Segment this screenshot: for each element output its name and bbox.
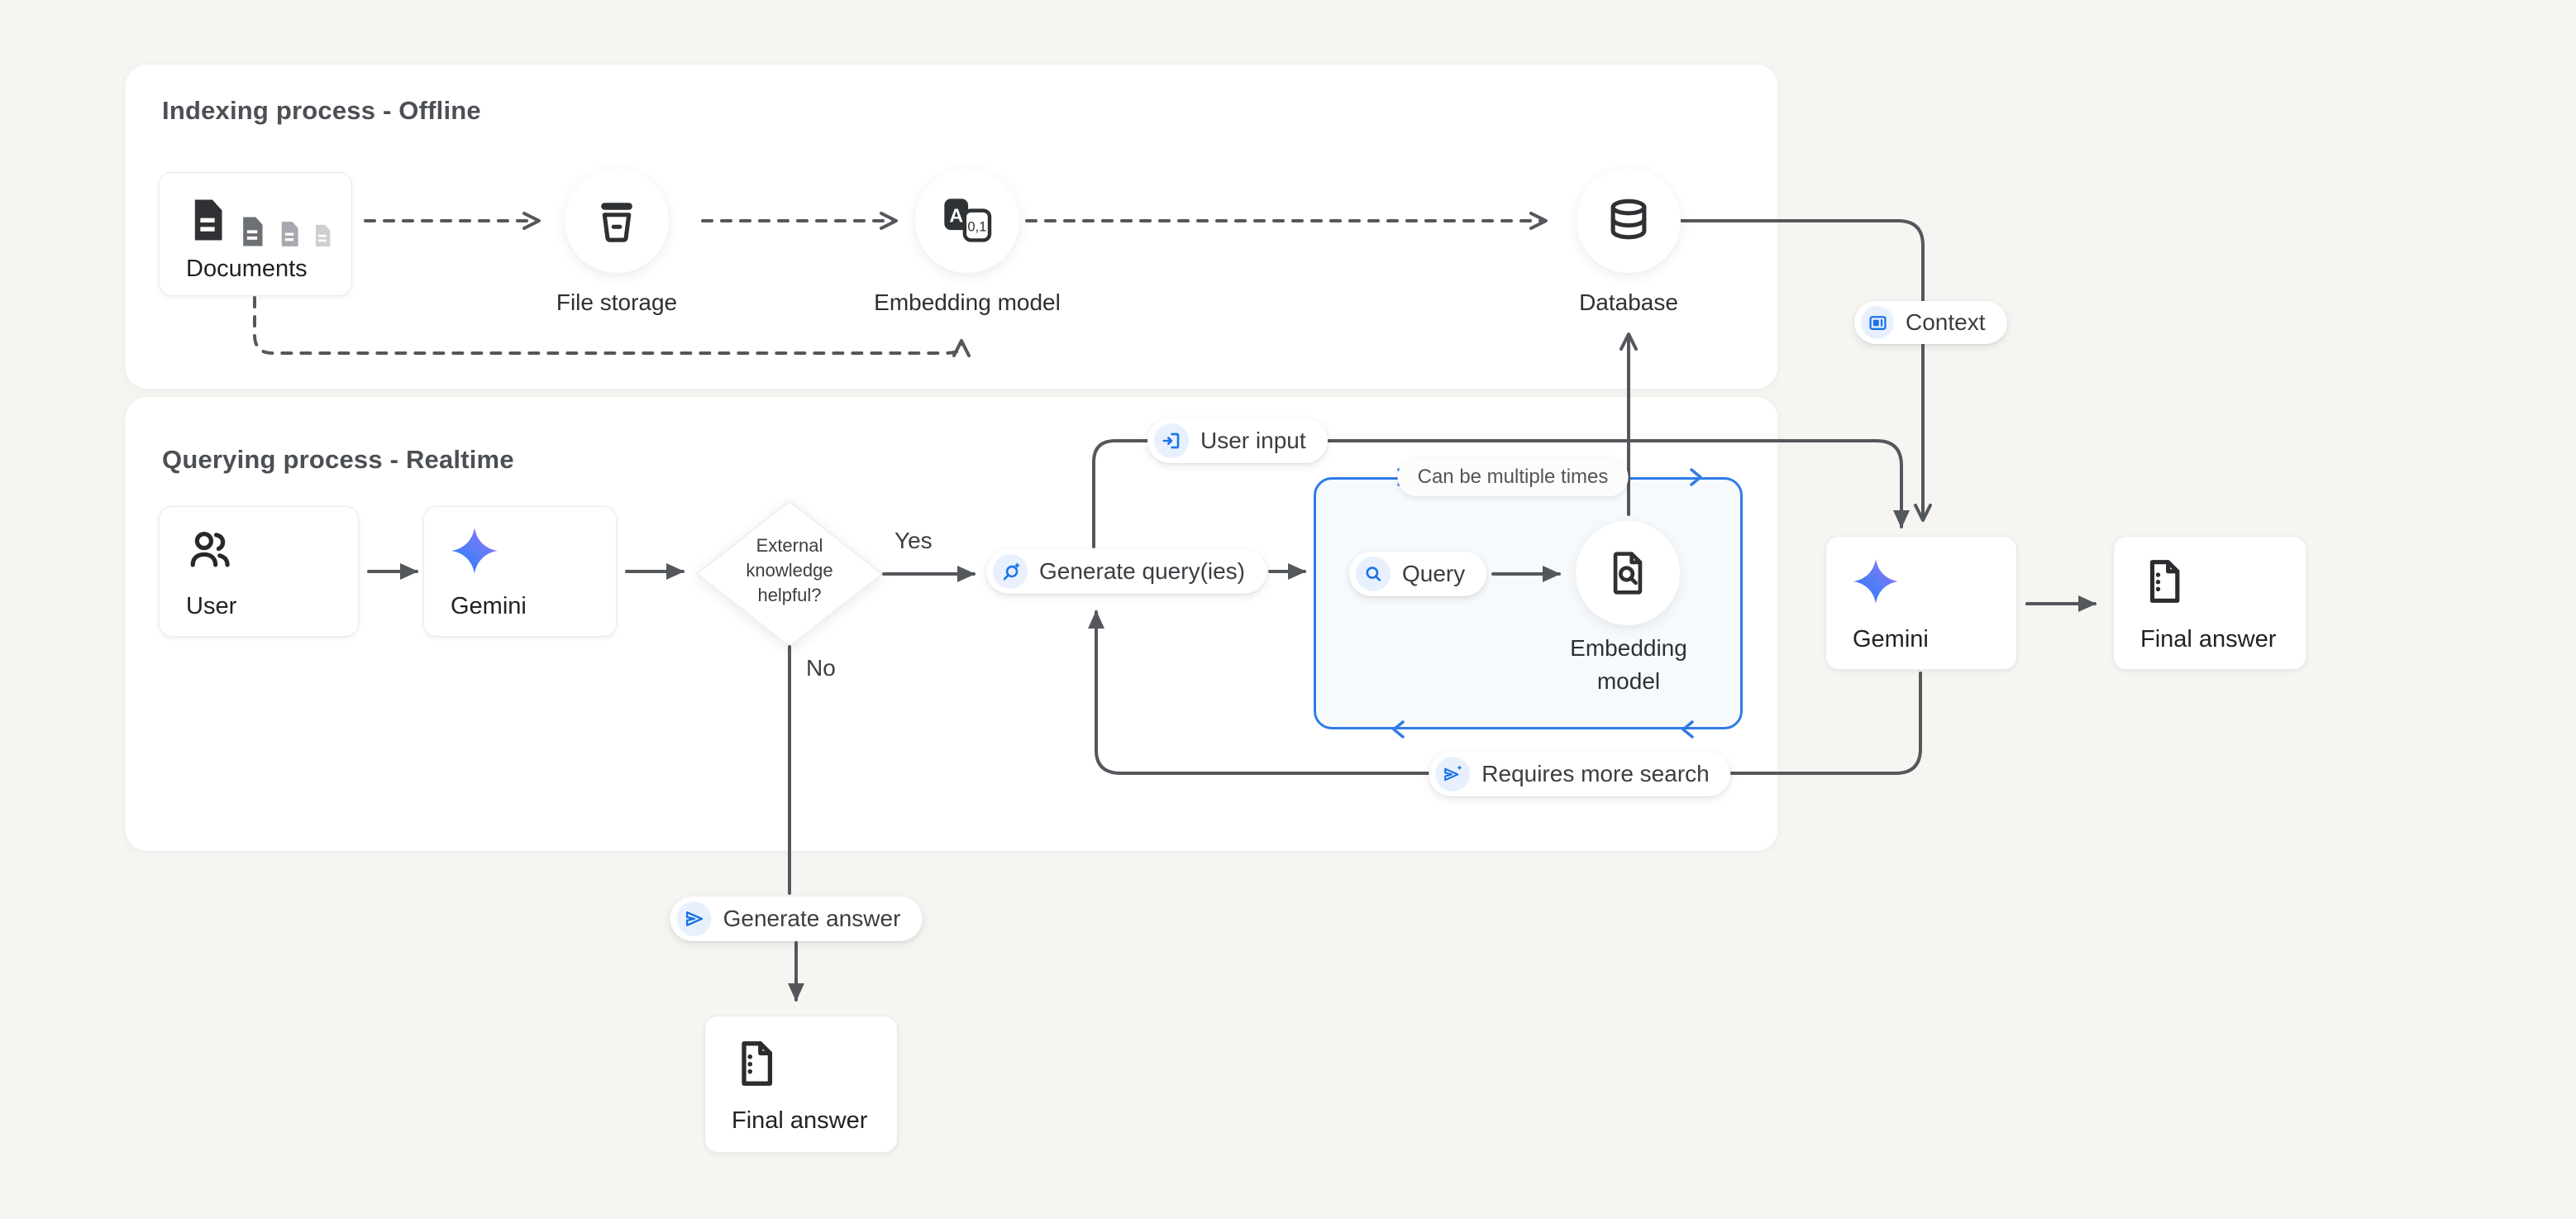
user-node: User	[159, 506, 359, 637]
send-icon	[676, 901, 712, 936]
documents-node: Documents	[159, 172, 352, 296]
loop-arrow-bottom-left-icon	[1392, 720, 1405, 739]
embedding-model-inner-label: Embedding model	[1570, 635, 1687, 694]
file-storage-node	[565, 169, 669, 273]
send-spark-icon	[1435, 757, 1471, 791]
document-icon	[281, 222, 298, 246]
documents-label: Documents	[186, 256, 308, 282]
requires-more-search-pill: Requires more search	[1429, 752, 1731, 796]
database-icon	[1610, 198, 1647, 240]
final-answer-bottom-node: Final answer	[704, 1016, 898, 1153]
generate-query-label: Generate query(ies)	[1039, 558, 1246, 584]
gemini-final-node: Gemini	[1825, 536, 2017, 670]
translate-embedding-icon: A 0,1	[944, 198, 992, 242]
document-icon	[315, 224, 331, 247]
document-search-icon	[1613, 552, 1643, 595]
embedding-model-inner-node	[1576, 521, 1680, 625]
edge-requires-more-search-loop	[1088, 610, 1922, 775]
final-answer-bottom-label: Final answer	[732, 1107, 868, 1134]
gemini-label: Gemini	[451, 593, 527, 619]
svg-text:A: A	[949, 204, 963, 226]
storage-bucket-icon	[601, 203, 632, 242]
requires-more-search-label: Requires more search	[1481, 761, 1710, 786]
article-context-icon	[1861, 306, 1894, 339]
search-icon	[1356, 557, 1391, 591]
gemini-star-icon	[1853, 559, 1898, 604]
user-input-label: User input	[1200, 428, 1306, 453]
embedding-model-node: A 0,1	[915, 169, 1019, 273]
querying-title: Querying process - Realtime	[162, 445, 514, 474]
svg-text:0,1: 0,1	[967, 218, 986, 234]
embedding-model-label: Embedding model	[874, 289, 1061, 315]
final-answer-right-label: Final answer	[2140, 626, 2277, 653]
user-label: User	[186, 593, 237, 619]
retrieval-loop-box	[1314, 477, 1743, 729]
yes-label: Yes	[894, 528, 933, 553]
query-label: Query	[1402, 561, 1466, 586]
generate-answer-label: Generate answer	[723, 906, 901, 931]
search-spark-icon	[993, 554, 1028, 589]
final-answer-right-node: Final answer	[2113, 536, 2306, 670]
query-pill: Query	[1349, 552, 1487, 596]
decision-question: External knowledge helpful?	[746, 535, 833, 605]
gemini-final-label: Gemini	[1853, 626, 1929, 653]
edge-user-input-to-gemini-final	[1092, 439, 1910, 548]
indexing-title: Indexing process - Offline	[162, 96, 481, 125]
generate-answer-pill: Generate answer	[670, 896, 923, 941]
context-pill: Context	[1854, 301, 2007, 344]
context-label: Context	[1906, 309, 1986, 335]
login-input-icon	[1154, 423, 1189, 458]
database-label: Database	[1579, 289, 1678, 315]
users-icon	[190, 532, 230, 567]
no-label: No	[806, 655, 836, 681]
user-input-pill: User input	[1147, 418, 1328, 463]
gemini-node: Gemini	[423, 506, 617, 637]
document-icon	[243, 217, 263, 246]
edge-database-context-to-gemini	[1680, 219, 1932, 522]
file-storage-label: File storage	[556, 289, 678, 315]
database-node	[1577, 169, 1681, 273]
document-answer-icon	[2149, 560, 2180, 603]
gemini-star-icon	[451, 528, 498, 574]
loop-caption-pill: Can be multiple times	[1397, 458, 1629, 496]
loop-arrow-bottom-right-icon	[1682, 720, 1694, 739]
loop-arrow-top-right-icon	[1690, 468, 1702, 486]
document-answer-icon	[742, 1041, 773, 1086]
document-icon	[194, 199, 222, 241]
generate-query-pill: Generate query(ies)	[986, 549, 1267, 594]
edge-documents-feedback-to-embedding	[253, 296, 971, 357]
